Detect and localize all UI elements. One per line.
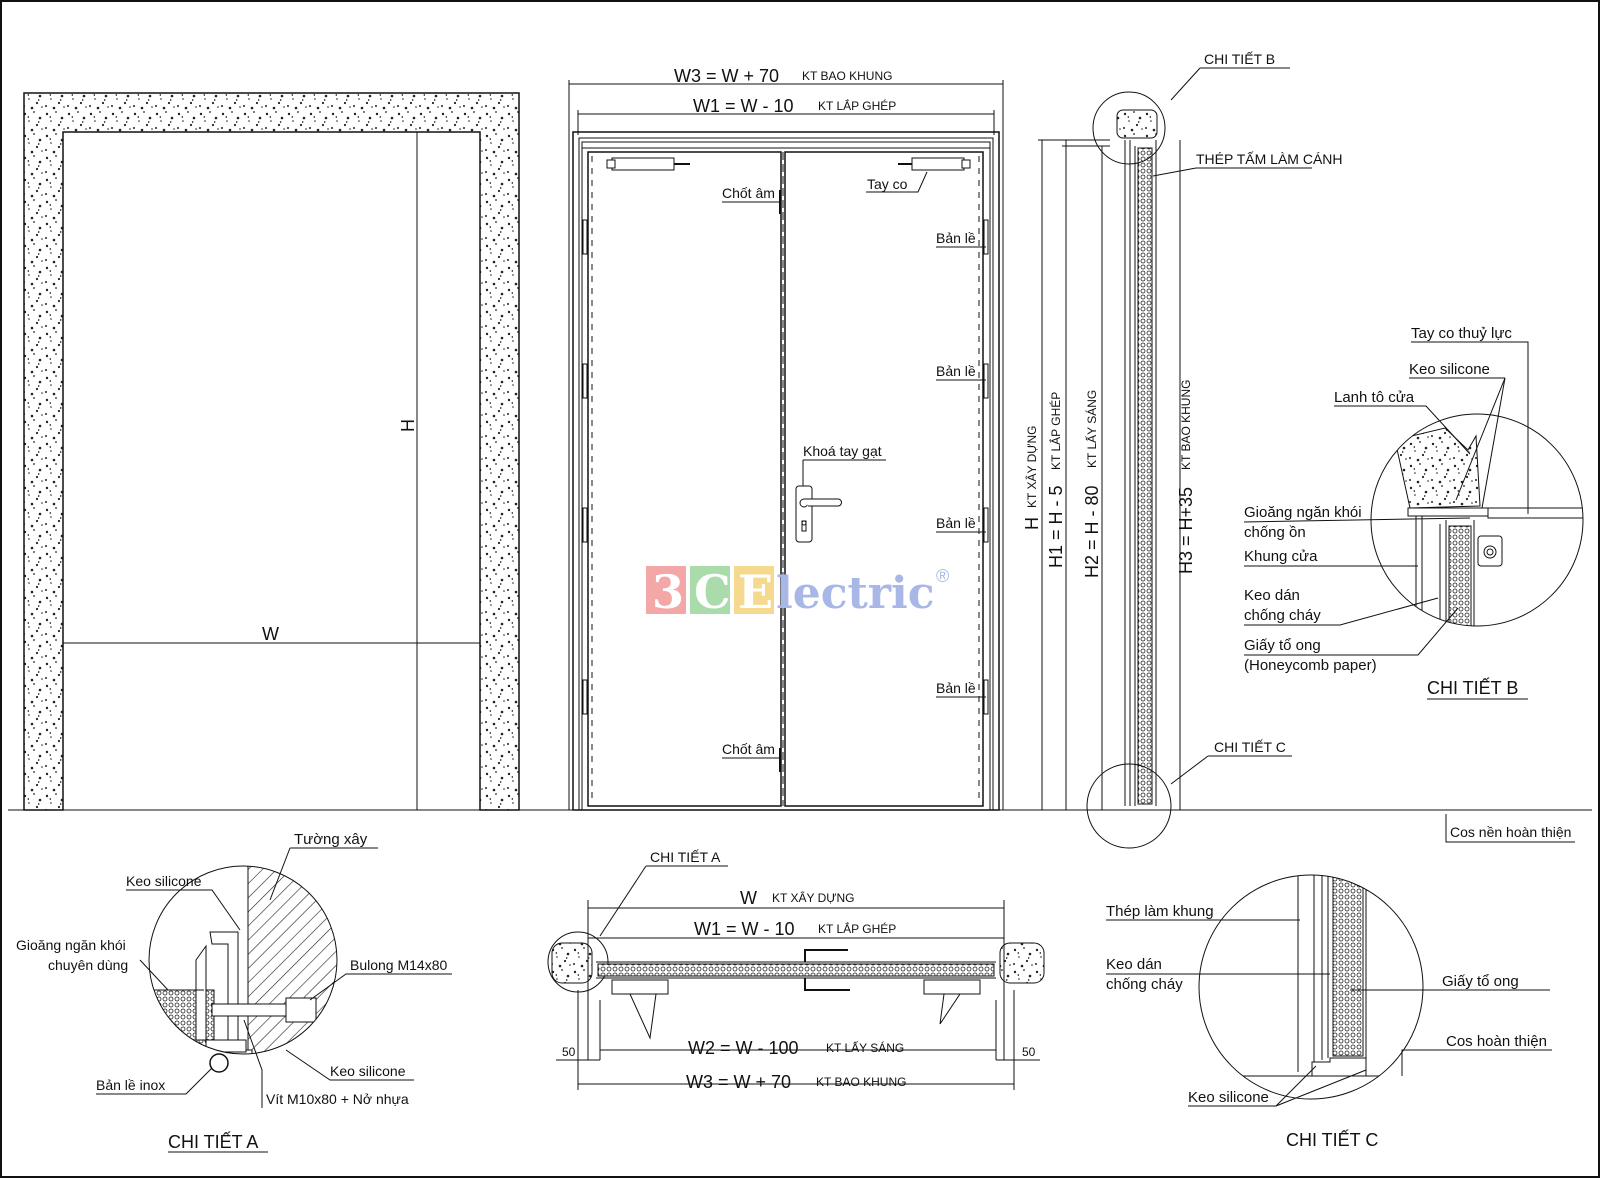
plan-w3-sub: KT BAO KHUNG [816,1075,906,1089]
b-lanh-to: Lanh tô cửa [1334,389,1415,406]
watermark-reg: ® [936,566,949,586]
label-tay-co: Tay co [867,176,908,192]
label-ban-le-4: Bản lề [936,680,976,696]
a-tuong-xay: Tường xây [294,831,368,848]
plan-w3: W3 = W + 70 [686,1072,791,1092]
label-ban-le-3: Bản lề [936,515,976,531]
hinges-right [983,219,989,715]
watermark-c: C [694,565,731,619]
watermark-e: E [738,565,773,619]
label-chot-am-bottom: Chốt âm [722,741,775,757]
c-thep-khung: Thép làm khung [1106,903,1214,920]
label-khoa: Khoá tay gạt [803,443,882,459]
plan-w2-sub: KT LẤY SÁNG [826,1040,904,1055]
hinges-left [582,219,588,715]
vertical-section: CHI TIẾT B THÉP TẤM LÀM CÁNH CHI TIẾT C … [1086,51,1575,849]
c-keo-dan-1: Keo dán [1106,956,1162,973]
plan-w1: W1 = W - 10 [694,919,795,939]
label-ban-le-2: Bản lề [936,363,976,379]
plan-chi-tiet-a: CHI TIẾT A [650,849,721,865]
c-cos-hoan-thien: Cos hoàn thiện [1446,1033,1547,1050]
b-khung-cua: Khung cửa [1244,548,1318,565]
c-keo-silicone: Keo silicone [1188,1089,1269,1106]
detail-c: Thép làm khung Keo dán chống cháy Giấy t… [1106,874,1552,1150]
plan-w2: W2 = W - 100 [688,1038,799,1058]
b-gioang-2: chống ồn [1244,524,1306,541]
b-keo-dan-2: chống cháy [1244,607,1321,624]
b-giay-to-ong-1: Giấy tổ ong [1244,637,1321,654]
b-gioang-1: Gioăng ngăn khói [1244,504,1362,521]
plan-w-sub: KT XÂY DỰNG [772,890,855,905]
section-chi-tiet-b: CHI TIẾT B [1204,51,1275,67]
section-thep-tam: THÉP TẤM LÀM CÁNH [1196,151,1343,167]
brand-watermark: 3 C E lectric ® [646,565,949,619]
a-ban-le-inox: Bản lề inox [96,1077,165,1093]
a-keo-silicone-top: Keo silicone [126,873,202,889]
h1-subtitle: KT LẮP GHÉP [1048,392,1063,470]
h2-subtitle: KT LẤY SÁNG [1084,390,1099,468]
label-h: H [398,419,418,432]
door-closer-right-icon [898,157,971,171]
h-subtitle: KT XÂY DỰNG [1024,426,1039,509]
label-chot-am-top: Chốt âm [722,185,775,201]
w3-subtitle: KT BAO KHUNG [802,69,892,83]
section-chi-tiet-c: CHI TIẾT C [1214,739,1286,755]
a-vit: Vít M10x80 + Nở nhựa [266,1091,409,1107]
h-dimension: H [1022,517,1042,530]
label-w: W [262,624,279,644]
wall-opening-elevation: W H [23,92,520,811]
plan-dim-left: 50 [562,1045,576,1059]
b-tay-co-thuy-luc: Tay co thuỷ lực [1411,325,1512,342]
w1-subtitle: KT LẮP GHÉP [818,98,896,113]
callout-b-circle [1092,91,1166,165]
left-door-leaf [587,151,782,807]
detail-a-title: CHI TIẾT A [168,1131,258,1152]
detail-b: Tay co thuỷ lực Keo silicone Lanh tô cửa… [1243,325,1584,700]
detail-a: Tường xây Keo silicone Gioăng ngăn khói … [16,831,452,1153]
watermark-lectric: lectric [776,568,935,619]
plan-w1-sub: KT LẮP GHÉP [818,921,896,936]
plan-dim-right: 50 [1022,1045,1036,1059]
plan-view: CHI TIẾT A W KT XÂY DỰNG W1 = W - 10 KT … [547,849,1045,1092]
b-keo-dan-1: Keo dán [1244,587,1300,604]
callout-c-circle [1086,763,1172,849]
right-door-leaf [784,151,984,807]
door-closer-left-icon [606,157,690,171]
double-door-elevation: W3 = W + 70 KT BAO KHUNG W1 = W - 10 KT … [568,66,1004,811]
height-dimensions: H KT XÂY DỰNG H1 = H - 5 KT LẮP GHÉP H2 … [1022,139,1196,810]
a-bulong: Bulong M14x80 [350,957,448,973]
w3-dimension: W3 = W + 70 [674,66,779,86]
a-keo-silicone-bottom: Keo silicone [330,1063,406,1079]
plan-w: W [740,888,757,908]
hinge-knuckle-icon [209,1053,229,1073]
detail-c-circle [1198,874,1424,1100]
a-gioang-2: chuyên dùng [48,957,128,973]
b-keo-silicone: Keo silicone [1409,361,1490,378]
h3-dimension: H3 = H+35 [1176,487,1196,574]
detail-c-title: CHI TIẾT C [1286,1129,1378,1150]
c-giay-to-ong: Giấy tổ ong [1442,973,1519,990]
w1-dimension: W1 = W - 10 [693,96,794,116]
watermark-3: 3 [652,565,684,619]
label-cos-nen: Cos nền hoàn thiện [1450,824,1571,840]
lever-lock-icon [795,485,842,543]
b-giay-to-ong-2: (Honeycomb paper) [1244,657,1377,674]
c-keo-dan-2: chống cháy [1106,976,1183,993]
h1-dimension: H1 = H - 5 [1046,485,1066,568]
detail-a-circle [148,865,338,1055]
a-gioang-1: Gioăng ngăn khói [16,937,126,953]
label-ban-le-1: Bản lề [936,230,976,246]
detail-b-title: CHI TIẾT B [1427,677,1518,698]
h3-subtitle: KT BAO KHUNG [1179,380,1193,470]
h2-dimension: H2 = H - 80 [1082,485,1102,578]
